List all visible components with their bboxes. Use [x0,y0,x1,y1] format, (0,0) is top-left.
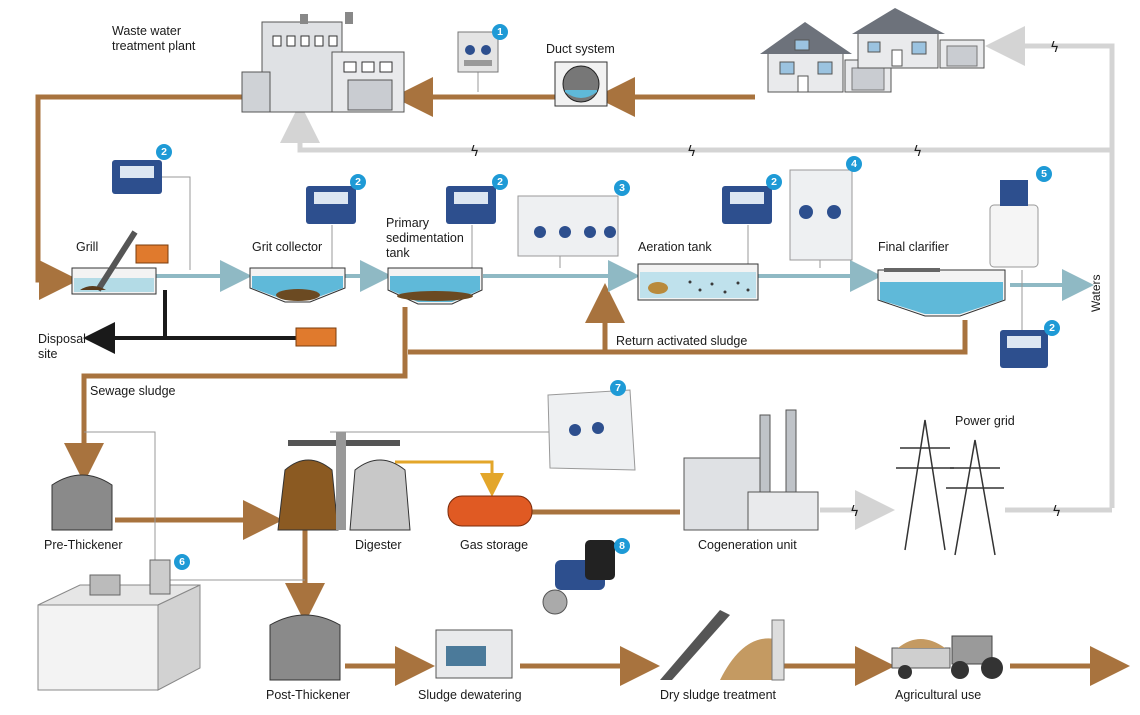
svg-text:ϟ: ϟ [470,144,479,160]
badge-2: 2 [766,174,782,190]
label-sludge-dewatering: Sludge dewatering [418,688,522,702]
badge-4: 4 [846,156,862,172]
storage-tank-6 [37,559,201,691]
sludge-lines [35,77,1130,686]
controller-icon [112,160,1048,368]
label-pre-thickener: Pre-Thickener [44,538,123,552]
badge-2: 2 [156,144,172,160]
sedimentation-tank-icon [387,267,483,305]
dosing-rack-3 [517,195,619,257]
dosing-panel-4 [789,169,853,261]
grill-icon [71,230,169,295]
post-thickener-icon [269,614,341,681]
dosing-panel-7 [547,389,636,471]
label-duct-system: Duct system [546,42,615,56]
svg-text:ϟ: ϟ [913,144,922,160]
svg-text:ϟ: ϟ [850,504,859,520]
label-agricultural-use: Agricultural use [895,688,982,702]
grit-collector-icon [249,267,346,347]
power-tower-icon [896,419,1004,556]
pre-thickener-icon [51,474,113,531]
tractor-icon [891,635,1003,679]
badge-6: 6 [174,554,190,570]
control-cabinet-1 [457,31,499,73]
label-disposal-site: Disposal site [38,332,86,361]
badge-2: 2 [1044,320,1060,336]
badge-2: 2 [492,174,508,190]
svg-text:ϟ: ϟ [1050,40,1059,56]
tank-icon [989,180,1039,268]
label-waste-water-plant: Waste water treatment plant [112,24,196,53]
label-sewage-sludge: Sewage sludge [90,384,176,398]
duct-icon [554,61,608,107]
house-icon [760,8,985,93]
badge-1: 1 [492,24,508,40]
label-digester: Digester [355,538,402,552]
connector-lines [84,60,1023,581]
final-clarifier-icon [877,268,1006,317]
gas-storage-icon [447,495,533,527]
aeration-tank-icon [637,263,759,301]
label-post-thickener: Post-Thickener [266,688,351,702]
label-return-activated-sludge: Return activated sludge [616,334,748,348]
dry-sludge-icon [660,610,785,681]
gas-line [395,460,504,497]
digester-icon [277,432,411,531]
label-power-grid: Power grid [955,414,1015,428]
factory-icon [241,12,405,113]
disposal-line [83,290,300,354]
badge-2: 2 [350,174,366,190]
label-grit-collector: Grit collector [252,240,323,254]
label-cogeneration-unit: Cogeneration unit [698,538,797,552]
sludge-dewatering-icon [435,629,513,679]
label-primary-sedimentation: Primary sedimentation tank [386,216,464,260]
svg-text:ϟ: ϟ [1052,504,1061,520]
label-gas-storage: Gas storage [460,538,529,552]
badge-7: 7 [610,380,626,396]
label-dry-sludge-treatment: Dry sludge treatment [660,688,777,702]
lightning-icon: ϟ ϟ ϟ ϟ ϟ ϟ [470,40,1061,520]
svg-text:ϟ: ϟ [687,144,696,160]
badge-3: 3 [614,180,630,196]
label-waters: Waters [1089,274,1103,312]
label-grill: Grill [76,240,99,254]
label-final-clarifier: Final clarifier [878,240,949,254]
label-aeration-tank: Aeration tank [638,240,712,254]
cogeneration-unit-icon [683,409,819,531]
badge-5: 5 [1036,166,1052,182]
power-lines [280,26,1115,530]
badge-8: 8 [614,538,630,554]
pump-icon [542,540,615,615]
